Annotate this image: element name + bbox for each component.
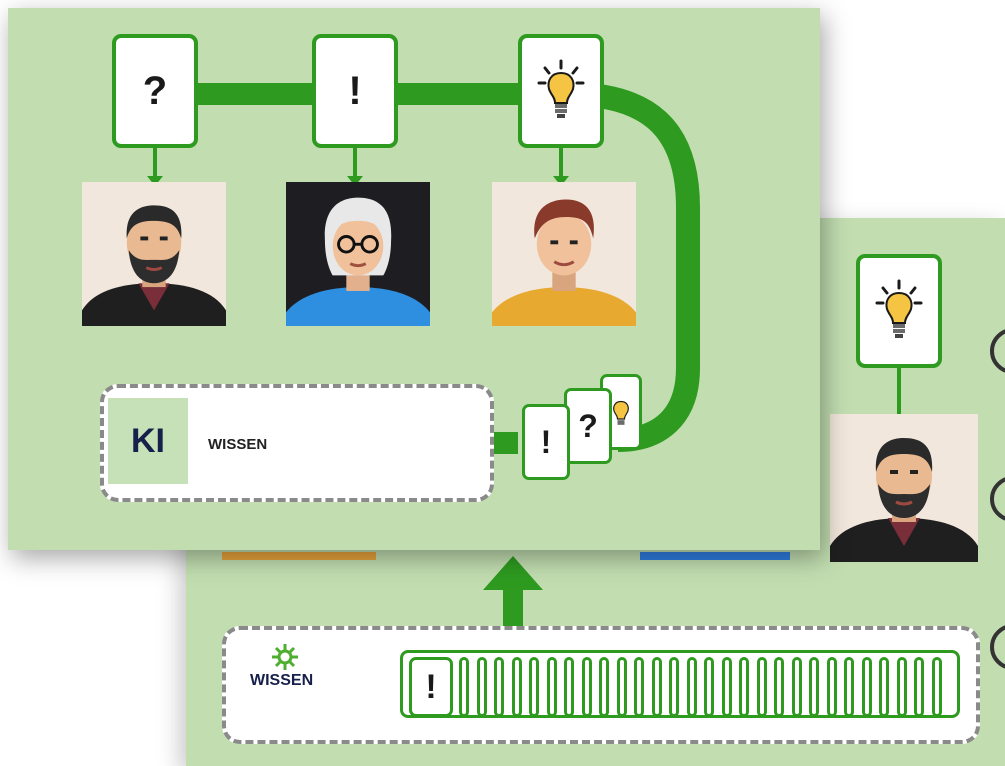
stack-slot (476, 657, 487, 717)
blue-strip (640, 552, 790, 560)
lightbulb-icon (875, 279, 923, 338)
stack-slot (581, 657, 592, 717)
stack-slot (826, 657, 837, 717)
bubble-tail (897, 368, 901, 414)
stack-slot (564, 657, 574, 717)
lightbulb-icon (537, 59, 585, 118)
step-circle (990, 476, 1005, 522)
front-panel: ? ! (8, 8, 820, 550)
stack-slot (861, 657, 872, 717)
wissen-label-text: WISSEN (208, 436, 268, 453)
young-man-portrait (492, 182, 636, 326)
knowledge-stack: ! (400, 650, 960, 718)
step-circle (990, 624, 1005, 670)
orange-strip (222, 552, 376, 560)
stack-slot (844, 657, 854, 717)
stack-slot (756, 657, 767, 717)
stack-slot (931, 657, 942, 717)
stack-slot (879, 657, 889, 717)
stack-slot (546, 657, 557, 717)
wissen-label: WISSEN (250, 672, 313, 690)
stack-slot (599, 657, 609, 717)
older-woman-portrait (286, 182, 430, 326)
question-icon: ? (142, 69, 168, 113)
stack-slot (494, 657, 504, 717)
bubble-tail (559, 148, 563, 178)
wissen-label-prefix: WI (250, 672, 270, 689)
lightbulb-bubble (518, 34, 604, 148)
stack-slot (774, 657, 784, 717)
wissen-label-suffix: SSEN (269, 672, 314, 689)
bubble-tail-tip (147, 176, 163, 186)
ki-knowledge-box: KI WISSEN (100, 384, 494, 502)
exclamation-icon: ! (425, 667, 437, 706)
bubble-tail (353, 148, 357, 178)
question-card: ? (564, 388, 612, 464)
stack-slot (616, 657, 627, 717)
lightbulb-icon (613, 400, 629, 425)
wissen-label: WISSEN (208, 436, 267, 453)
stack-slot (791, 657, 802, 717)
step-circle (990, 328, 1005, 374)
stack-slot (809, 657, 819, 717)
exclamation-icon: ! (540, 423, 552, 460)
bubble-tail-tip (553, 176, 569, 186)
ki-label: KI (131, 421, 165, 460)
stack-slot (914, 657, 924, 717)
stack-slot (686, 657, 697, 717)
stack-slot (651, 657, 662, 717)
ki-logo: KI (108, 398, 188, 484)
stack-slot (511, 657, 522, 717)
stack-slot (721, 657, 732, 717)
question-bubble: ? (112, 34, 198, 148)
bearded-man-portrait (830, 414, 978, 562)
stack-slot (459, 657, 469, 717)
stack-slot (739, 657, 749, 717)
bubble-tail-tip (347, 176, 363, 186)
question-icon: ? (578, 407, 598, 444)
stack-slot (669, 657, 679, 717)
gear-icon (272, 644, 298, 670)
stack-slot (704, 657, 714, 717)
exclamation-icon: ! (348, 69, 362, 113)
stack-slot (529, 657, 539, 717)
bubble-tail (153, 148, 157, 178)
bearded-man-portrait (82, 182, 226, 326)
knowledge-box-wissen: WISSEN ! (222, 626, 980, 744)
stack-slot (896, 657, 907, 717)
exclamation-card: ! (409, 657, 453, 717)
stack-slot (634, 657, 644, 717)
lightbulb-bubble (856, 254, 942, 368)
exclamation-card: ! (522, 404, 570, 480)
exclamation-bubble: ! (312, 34, 398, 148)
